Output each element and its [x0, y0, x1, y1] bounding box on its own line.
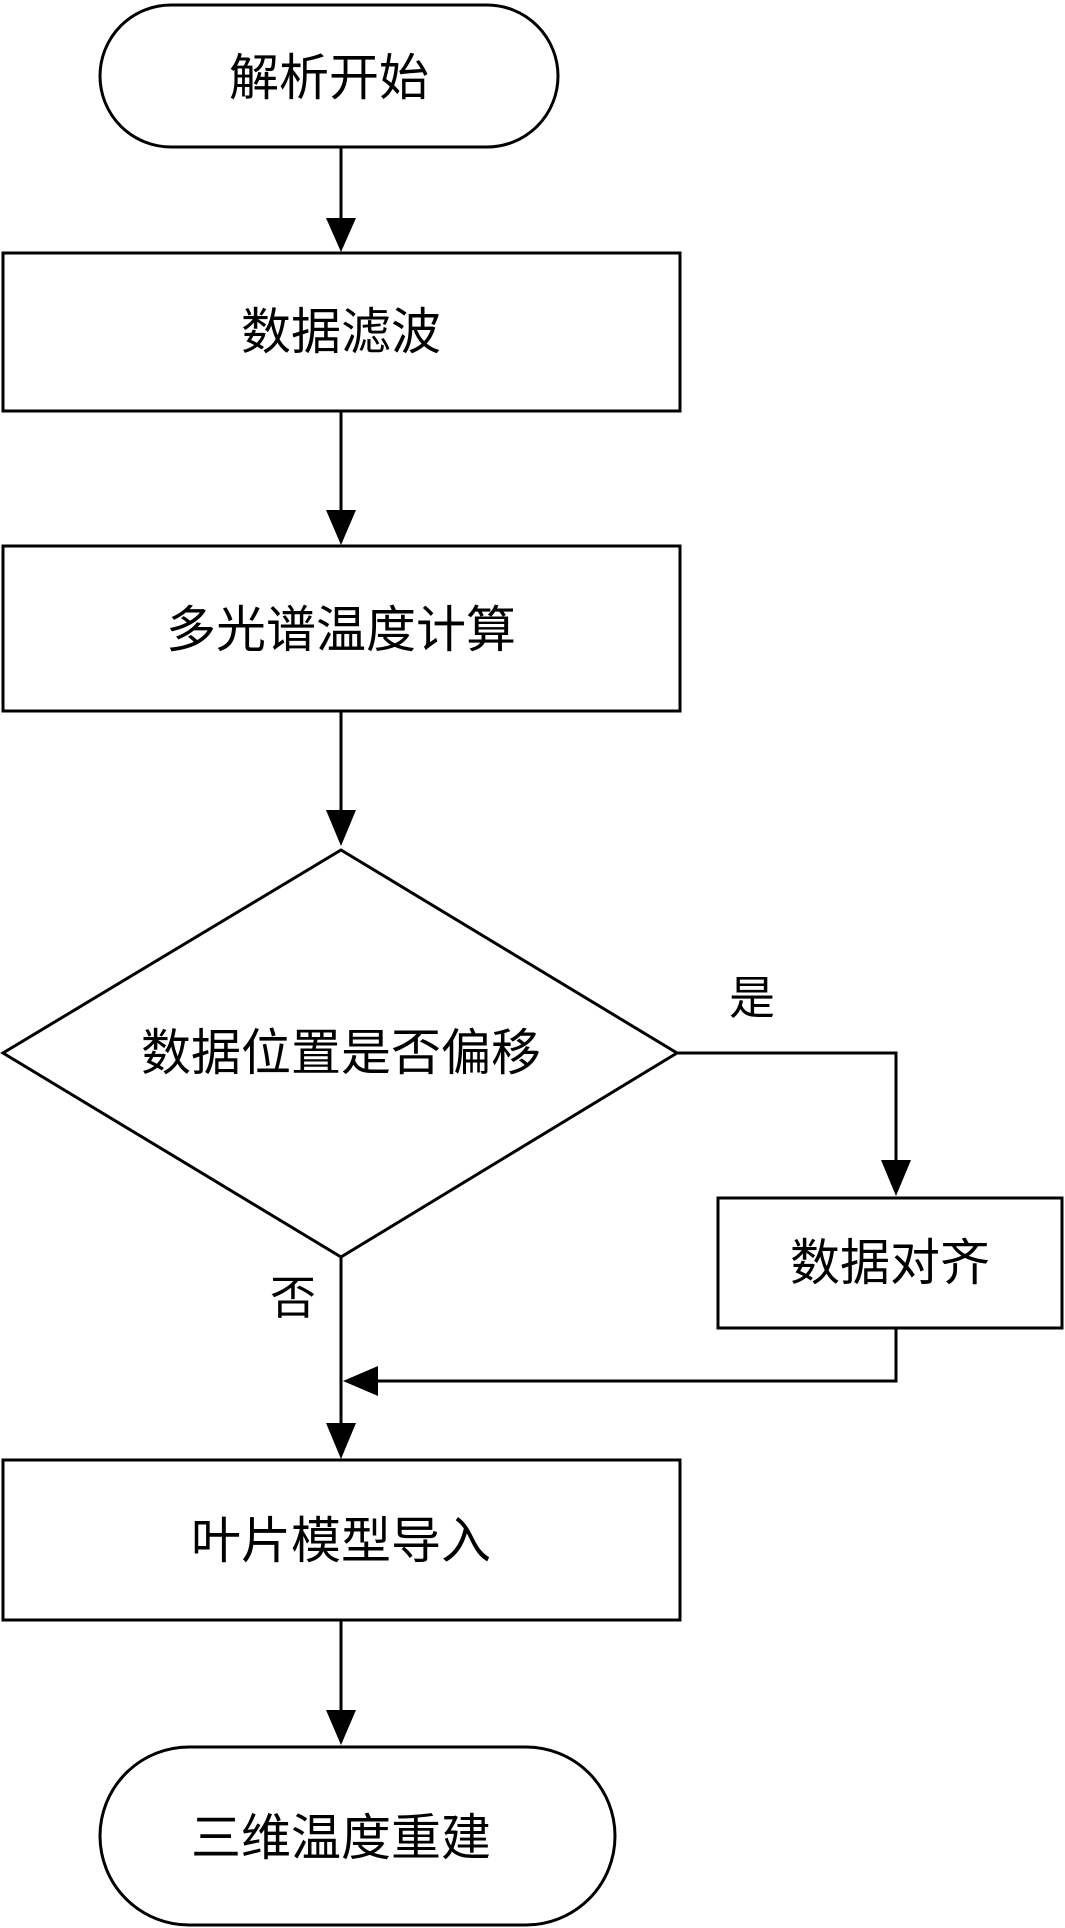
calc-node-label: 多光谱温度计算 — [166, 601, 516, 659]
filter-node: 数据滤波 — [1, 251, 682, 413]
connector-filter-calc — [326, 411, 356, 545]
decision-node: 数据位置是否偏移 — [0, 848, 680, 1259]
arrowhead-icon — [326, 510, 356, 545]
no-branch-label: 否 — [270, 1271, 316, 1325]
align-node-label: 数据对齐 — [790, 1234, 990, 1292]
arrowhead-icon — [343, 1366, 378, 1396]
calc-node: 多光谱温度计算 — [1, 544, 682, 713]
connector-align-return — [343, 1328, 898, 1396]
connector-no-branch — [326, 1257, 356, 1459]
connector-calc-decision — [326, 711, 356, 846]
arrowhead-icon — [326, 1423, 356, 1459]
decision-node-label: 数据位置是否偏移 — [141, 1024, 541, 1082]
connector-start-filter — [326, 147, 356, 252]
connector-yes-branch — [677, 1051, 911, 1196]
arrowhead-icon — [326, 810, 356, 846]
arrowhead-icon — [881, 1160, 911, 1196]
import-node-label: 叶片模型导入 — [191, 1512, 491, 1570]
end-node: 三维温度重建 — [98, 1745, 617, 1927]
import-node: 叶片模型导入 — [1, 1458, 682, 1622]
start-node: 解析开始 — [98, 3, 560, 149]
start-node-label: 解析开始 — [229, 49, 429, 107]
arrowhead-icon — [326, 218, 356, 252]
end-node-label: 三维温度重建 — [191, 1809, 491, 1867]
arrowhead-icon — [326, 1710, 356, 1745]
align-node: 数据对齐 — [716, 1196, 1064, 1330]
yes-branch-label: 是 — [729, 971, 775, 1025]
filter-node-label: 数据滤波 — [241, 303, 441, 361]
connector-import-end — [326, 1620, 356, 1745]
